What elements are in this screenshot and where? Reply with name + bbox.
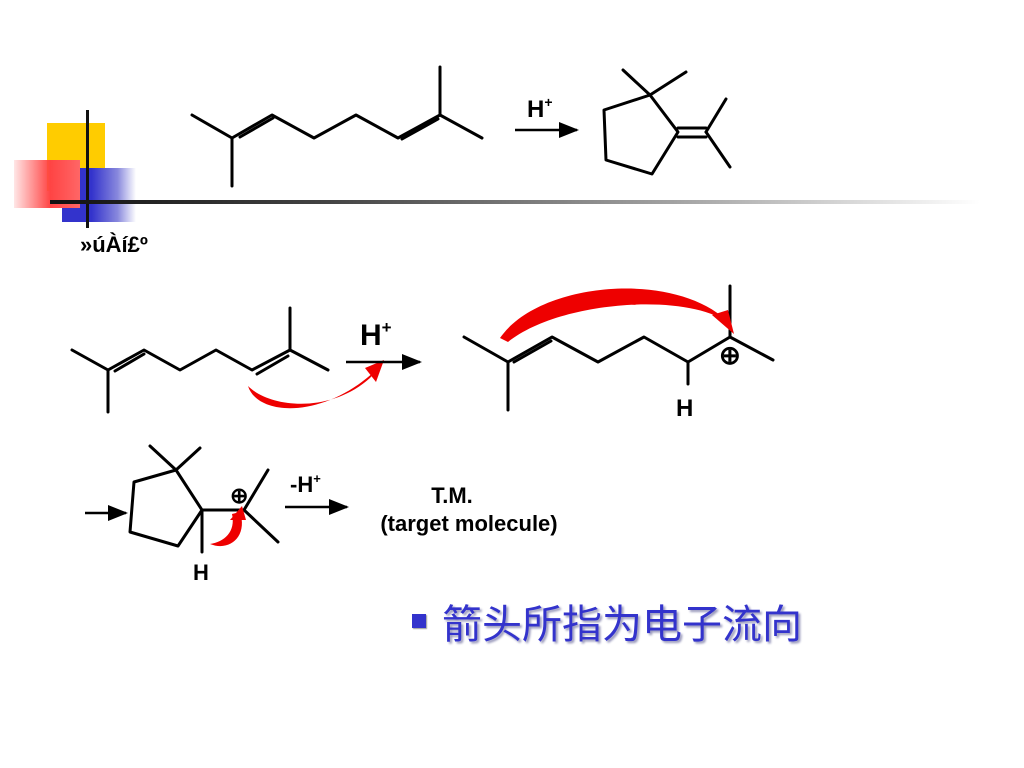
cyclopentane-product-1 <box>602 68 732 176</box>
proton-label-1: H <box>676 395 693 422</box>
diene-reactant-1 <box>190 65 484 188</box>
cation-symbol-2: ⊕ <box>230 483 248 508</box>
curved-arrow-ch-to-cation <box>210 512 242 547</box>
reagent-minus-h: -H+ <box>290 471 321 497</box>
proton-label-2: H <box>193 560 209 585</box>
curved-arrow-head-2 <box>712 310 734 334</box>
bullet-point: 箭头所指为电子流向 <box>412 592 802 650</box>
cyclic-cation-intermediate <box>128 444 280 554</box>
reagent-h-2: H+ <box>360 318 392 352</box>
reagent-h-1: H+ <box>527 94 553 123</box>
deco-vertical-line <box>86 110 89 228</box>
curved-arrow-head-3 <box>230 506 246 520</box>
garbled-label: »úÀí£º <box>80 232 148 257</box>
bullet-text: 箭头所指为电子流向 <box>442 602 802 648</box>
diene-reactant-2 <box>70 306 330 414</box>
bullet-square-icon <box>412 614 426 628</box>
target-molecule-abbrev: T.M. <box>431 483 473 508</box>
cation-symbol-1: ⊕ <box>719 340 741 370</box>
curved-arrow-pi-to-cation <box>500 288 730 342</box>
target-molecule-label: (target molecule) <box>380 511 557 536</box>
title-divider-line <box>50 200 980 204</box>
curved-arrow-head-1 <box>365 360 384 382</box>
cation-intermediate-1 <box>462 284 775 412</box>
